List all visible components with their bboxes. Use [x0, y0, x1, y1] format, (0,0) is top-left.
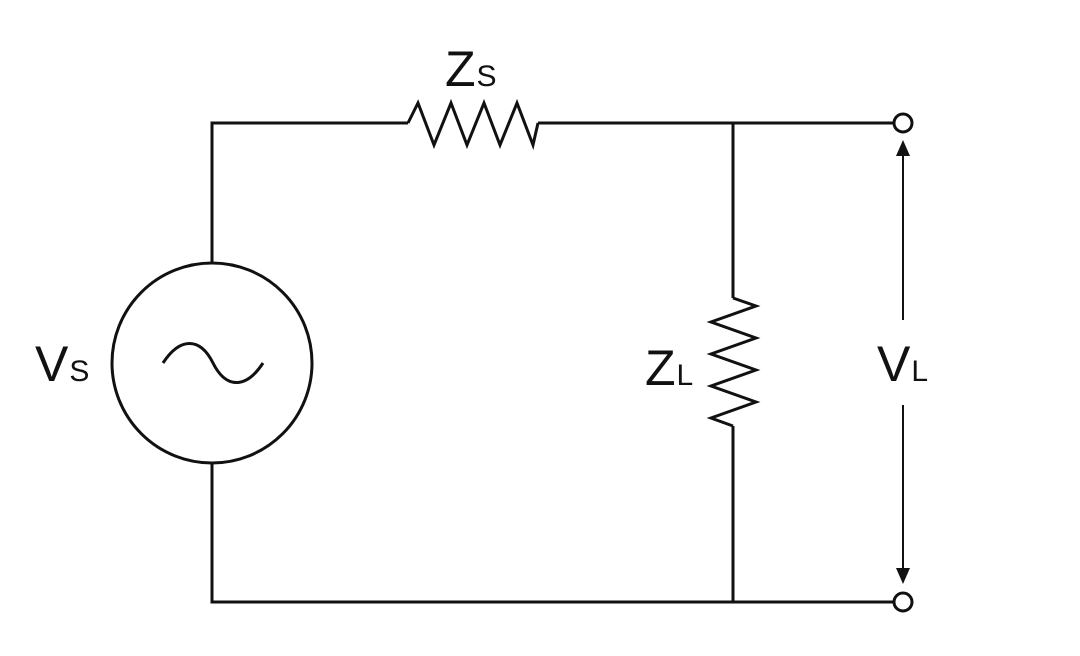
series-resistor-icon — [406, 98, 540, 151]
load-voltage-label: VL — [877, 339, 928, 389]
load-voltage-subscript: L — [911, 355, 929, 388]
load-voltage-symbol: V — [877, 336, 911, 392]
wire-top-left — [210, 121, 408, 263]
ac-voltage-source-icon — [110, 261, 314, 465]
terminal-top-icon — [892, 112, 914, 134]
series-impedance-label: ZS — [445, 44, 497, 94]
source-voltage-subscript: S — [69, 355, 90, 388]
load-impedance-symbol: Z — [645, 340, 676, 396]
sine-wave-icon — [161, 342, 265, 384]
load-impedance-subscript: L — [676, 359, 694, 392]
series-impedance-symbol: Z — [445, 41, 476, 97]
voltage-arrow-icon — [896, 140, 910, 584]
load-impedance-label: ZL — [645, 343, 693, 393]
series-impedance-subscript: S — [476, 60, 497, 93]
source-voltage-label: VS — [35, 339, 89, 389]
load-resistor-icon — [706, 296, 761, 428]
wire-bottom — [210, 463, 893, 604]
source-voltage-symbol: V — [35, 336, 69, 392]
terminal-bottom-icon — [892, 591, 914, 613]
